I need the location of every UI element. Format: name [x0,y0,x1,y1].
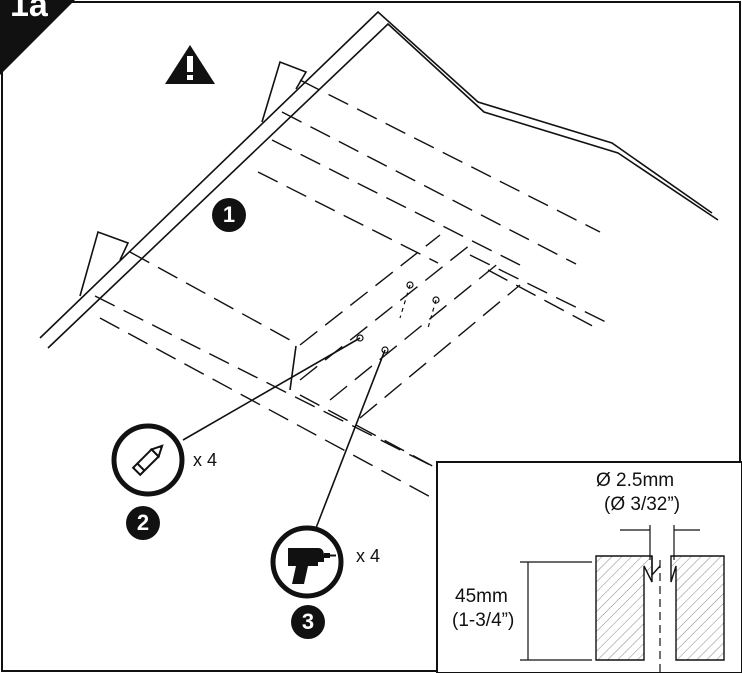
warning-triangle-icon [165,45,215,84]
diameter-imperial-label: (Ø 3/32”) [604,494,681,515]
depth-metric-label: 45mm [455,586,508,607]
step-corner-tab [0,0,75,75]
callout-number-3: 3 [291,605,325,639]
step-label: 1a [10,0,48,24]
screw-points [356,281,440,354]
callout-number-2: 2 [126,506,160,540]
diameter-metric-label: Ø 2.5mm [596,470,675,491]
drill-quantity: x 4 [356,546,381,566]
hidden-lines [94,79,613,501]
leader-lines [182,337,386,529]
callout-number-1: 1 [212,198,246,232]
drill-icon [288,548,336,584]
drill-hole-section [520,525,725,673]
pencil-icon [131,444,164,477]
depth-imperial-label: (1-3/4”) [452,610,515,631]
board-outline [39,10,719,391]
screw-axis-lines [399,284,437,329]
pencil-quantity: x 4 [193,450,218,470]
